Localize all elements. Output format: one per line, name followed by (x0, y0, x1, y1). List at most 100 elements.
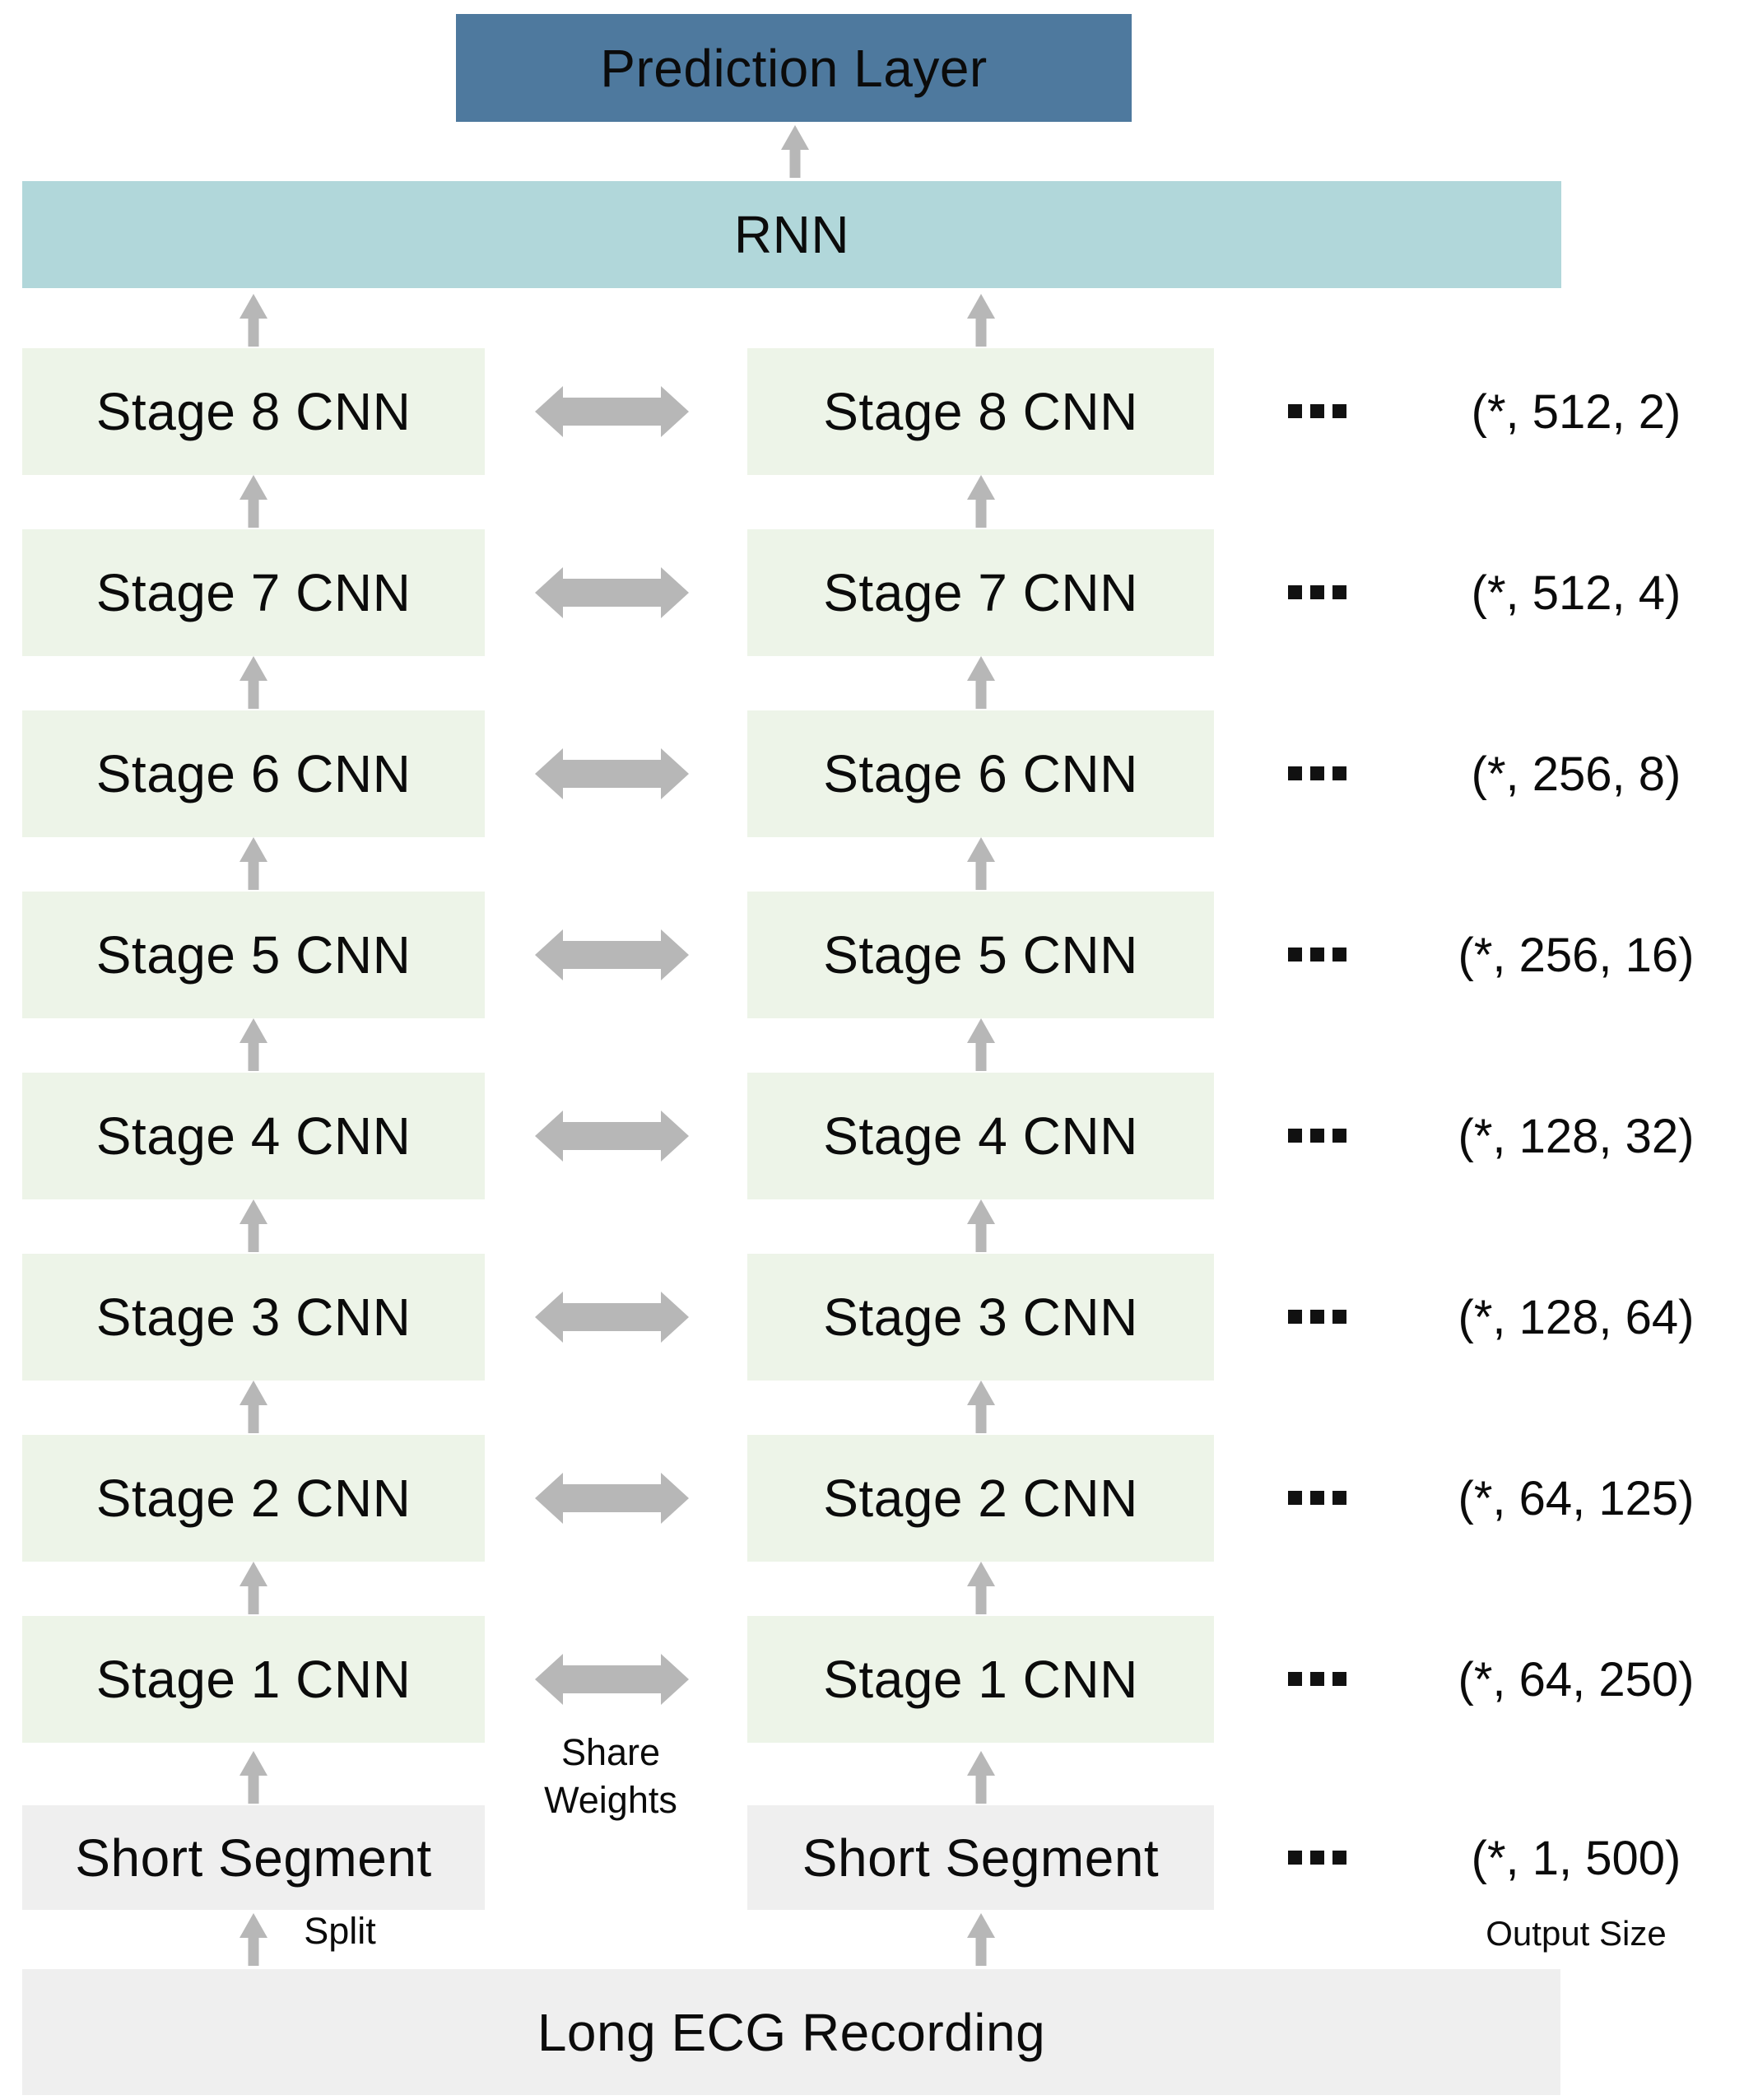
ellipsis-dot (1310, 1850, 1324, 1865)
ellipsis-dot (1310, 1672, 1324, 1686)
share-weights-double-arrow-icon (535, 567, 689, 618)
stage-box-right-7-label: Stage 7 CNN (823, 563, 1138, 622)
stage-box-right-5-label: Stage 5 CNN (823, 925, 1138, 985)
ellipsis-dots (1288, 948, 1346, 962)
split-up-arrow-icon (240, 1913, 267, 1966)
up-arrow-icon (240, 475, 267, 528)
ellipsis-dot (1332, 585, 1346, 599)
ellipsis-dot (1288, 404, 1302, 418)
stage-box-right-7: Stage 7 CNN (747, 529, 1214, 656)
output-size-value: (*, 64, 250) (1458, 1653, 1695, 1707)
up-arrow-icon (240, 294, 267, 347)
ellipsis-dot (1310, 766, 1324, 780)
stage-box-right-8: Stage 8 CNN (747, 348, 1214, 475)
stage-box-left-2: Stage 2 CNN (22, 1435, 485, 1562)
share-weights-double-arrow-icon (535, 1654, 689, 1705)
output-size-value: (*, 1, 500) (1471, 1831, 1681, 1885)
ellipsis-dot (1288, 1850, 1302, 1865)
up-arrow-icon (967, 294, 995, 347)
ellipsis-dot (1332, 1850, 1346, 1865)
up-arrow-icon (240, 1562, 267, 1614)
ellipsis-dot (1310, 404, 1324, 418)
stage-box-right-3-label: Stage 3 CNN (823, 1287, 1138, 1347)
stage-box-right-2: Stage 2 CNN (747, 1435, 1214, 1562)
stage-box-left-6-label: Stage 6 CNN (95, 744, 412, 803)
rnn-box: RNN (22, 181, 1561, 288)
up-arrow-icon (240, 1381, 267, 1433)
stage-box-left-1: Stage 1 CNN (22, 1616, 485, 1743)
share-weights-line1: Share (560, 1731, 661, 1773)
ellipsis-dot (1332, 1672, 1346, 1686)
up-arrow-icon (967, 837, 995, 890)
long-ecg-recording-label: Long ECG Recording (537, 2002, 1046, 2062)
split-label: Split (304, 1910, 376, 1952)
prediction-layer-box: Prediction Layer (456, 14, 1132, 122)
ellipsis-dots (1288, 404, 1346, 418)
stage-box-right-6-label: Stage 6 CNN (823, 744, 1138, 803)
ellipsis-dot (1288, 585, 1302, 599)
stage-box-left-6: Stage 6 CNN (22, 710, 485, 837)
stage-box-left-7-label: Stage 7 CNN (95, 563, 412, 622)
output-size-value: (*, 64, 125) (1458, 1472, 1695, 1525)
stage-box-left-1-label: Stage 1 CNN (95, 1650, 412, 1709)
stage-box-left-4-label: Stage 4 CNN (95, 1106, 412, 1166)
stage-box-right-2-label: Stage 2 CNN (823, 1469, 1138, 1528)
stage-box-right-1: Stage 1 CNN (747, 1616, 1214, 1743)
output-size-value: (*, 128, 32) (1458, 1110, 1695, 1163)
up-arrow-icon (967, 1381, 995, 1433)
up-arrow-icon (967, 1751, 995, 1804)
ellipsis-dot (1332, 948, 1346, 962)
output-size-value: (*, 128, 64) (1458, 1291, 1695, 1344)
share-weights-double-arrow-icon (535, 1111, 689, 1162)
ellipsis-dot (1310, 1129, 1324, 1143)
up-arrow-icon (240, 656, 267, 709)
stage-box-left-2-label: Stage 2 CNN (95, 1469, 412, 1528)
share-weights-double-arrow-icon (535, 929, 689, 980)
stage-box-left-3: Stage 3 CNN (22, 1254, 485, 1381)
stage-box-left-4: Stage 4 CNN (22, 1073, 485, 1199)
stage-box-left-3-label: Stage 3 CNN (95, 1287, 412, 1347)
stage-box-right-4: Stage 4 CNN (747, 1073, 1214, 1199)
up-arrow-icon (240, 1018, 267, 1071)
up-arrow-icon (967, 475, 995, 528)
ellipsis-dot (1332, 1491, 1346, 1505)
share-weights-double-arrow-icon (535, 1473, 689, 1524)
ellipsis-dot (1310, 948, 1324, 962)
up-arrow-icon (967, 1199, 995, 1252)
ellipsis-dot (1288, 948, 1302, 962)
ellipsis-dot (1332, 404, 1346, 418)
ellipsis-dots (1288, 585, 1346, 599)
stage-box-right-3: Stage 3 CNN (747, 1254, 1214, 1381)
stage-box-left-5: Stage 5 CNN (22, 892, 485, 1018)
up-arrow-icon (240, 837, 267, 890)
ellipsis-dots (1288, 766, 1346, 780)
stage-box-left-8-label: Stage 8 CNN (95, 382, 412, 441)
share-weights-double-arrow-icon (535, 1292, 689, 1343)
output-size-value: (*, 512, 2) (1471, 385, 1681, 439)
ellipsis-dots (1288, 1129, 1346, 1143)
up-arrow-icon (967, 1018, 995, 1071)
short-segment-box-left: Short Segment (22, 1805, 485, 1910)
short-segment-box-left-label: Short Segment (75, 1828, 432, 1888)
ellipsis-dot (1288, 1672, 1302, 1686)
output-size-value: (*, 256, 8) (1471, 747, 1681, 801)
ellipsis-dots (1288, 1491, 1346, 1505)
stage-box-right-1-label: Stage 1 CNN (823, 1650, 1138, 1709)
output-size-value: (*, 512, 4) (1471, 566, 1681, 620)
output-size-caption: Output Size (1486, 1914, 1667, 1953)
output-size-value: (*, 256, 16) (1458, 929, 1695, 982)
share-weights-double-arrow-icon (535, 386, 689, 437)
long-ecg-recording-box: Long ECG Recording (22, 1969, 1560, 2095)
stage-box-left-5-label: Stage 5 CNN (95, 925, 412, 985)
ellipsis-dot (1288, 766, 1302, 780)
ellipsis-dot (1332, 1310, 1346, 1324)
stage-box-right-6: Stage 6 CNN (747, 710, 1214, 837)
ellipsis-dot (1332, 1129, 1346, 1143)
ellipsis-dot (1310, 1310, 1324, 1324)
short-segment-box-right: Short Segment (747, 1805, 1214, 1910)
ellipsis-dot (1288, 1129, 1302, 1143)
ellipsis-dot (1310, 1491, 1324, 1505)
short-segment-box-right-label: Short Segment (802, 1828, 1160, 1888)
stage-box-right-4-label: Stage 4 CNN (823, 1106, 1138, 1166)
